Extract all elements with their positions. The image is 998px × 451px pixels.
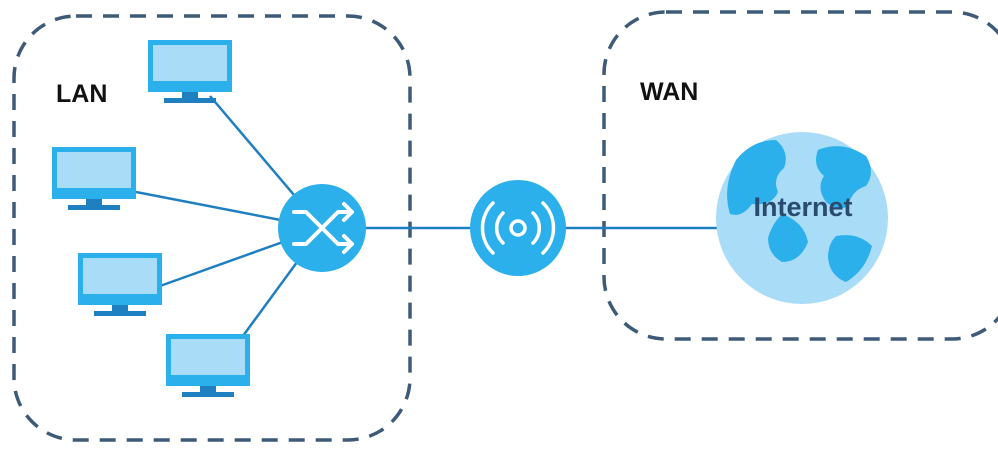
wan-zone-boundary bbox=[602, 10, 998, 341]
monitor-icon bbox=[78, 253, 162, 316]
links bbox=[135, 95, 720, 341]
wan-zone-label: WAN bbox=[640, 78, 699, 106]
monitor-icon bbox=[148, 40, 232, 103]
monitor-icon bbox=[166, 334, 250, 397]
lan-zone-label: LAN bbox=[56, 80, 108, 108]
internet-label: Internet bbox=[753, 192, 853, 222]
wireless-router-icon bbox=[470, 180, 566, 276]
globe-icon bbox=[716, 132, 888, 304]
monitor-icon bbox=[52, 147, 136, 210]
switch-icon bbox=[278, 184, 366, 272]
